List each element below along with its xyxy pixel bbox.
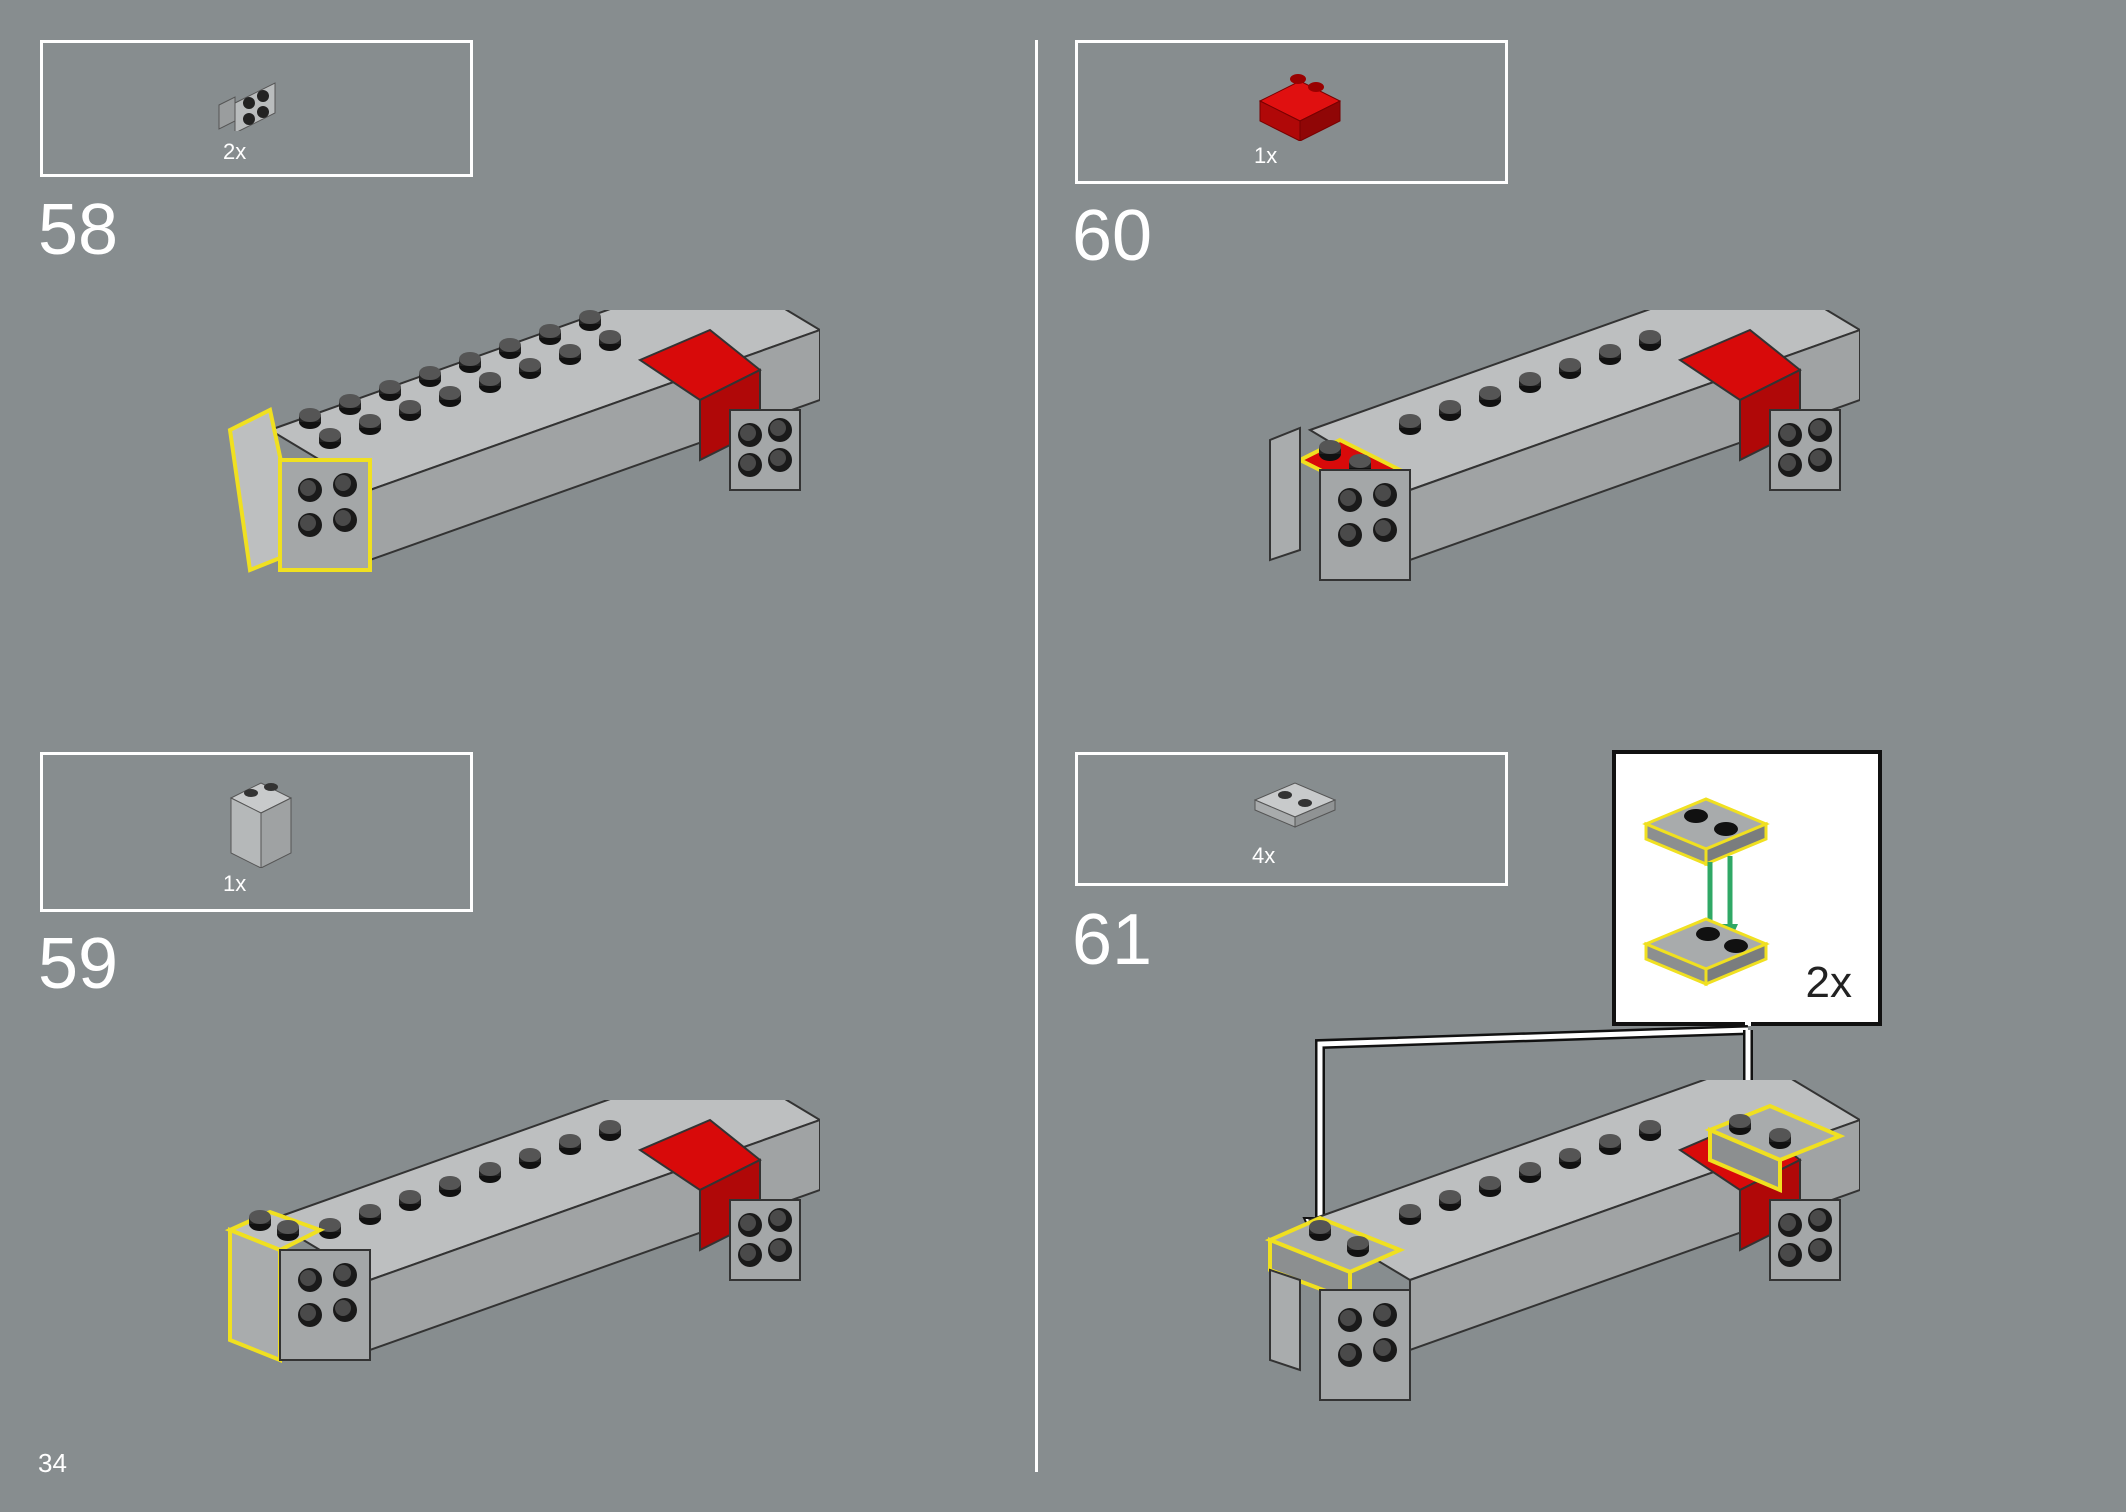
parts-box-step-60: 1x [1075, 40, 1508, 184]
plate-stack-diagram [1642, 797, 1770, 987]
part-quantity: 1x [223, 871, 247, 896]
part-quantity: 1x [1254, 143, 1278, 168]
red-slope-piece-icon [1258, 74, 1342, 141]
assembly-step-60 [1269, 310, 1860, 581]
brick-1x2x2-icon [229, 782, 293, 868]
page-number: 34 [38, 1448, 67, 1478]
assembly-step-59 [224, 1100, 820, 1363]
step-number: 58 [38, 190, 119, 270]
step-number: 60 [1072, 196, 1153, 276]
parts-box-step-61: 4x [1075, 752, 1508, 886]
parts-box-step-59: 1x [40, 752, 473, 912]
assembly-step-58 [227, 310, 820, 573]
step-number: 61 [1072, 900, 1153, 980]
callout-quantity: 2x [1805, 958, 1852, 1007]
plate-2x2-icon [1253, 782, 1337, 828]
page-divider [1035, 40, 1038, 1472]
sub-assembly-callout: 2x [1612, 750, 1882, 1026]
step-number: 59 [38, 924, 119, 1004]
bracket-piece-icon [218, 82, 276, 131]
part-quantity: 2x [223, 139, 247, 164]
parts-box-step-58: 2x [40, 40, 473, 177]
part-quantity: 4x [1252, 843, 1276, 868]
assembly-step-61 [1264, 1080, 1860, 1401]
